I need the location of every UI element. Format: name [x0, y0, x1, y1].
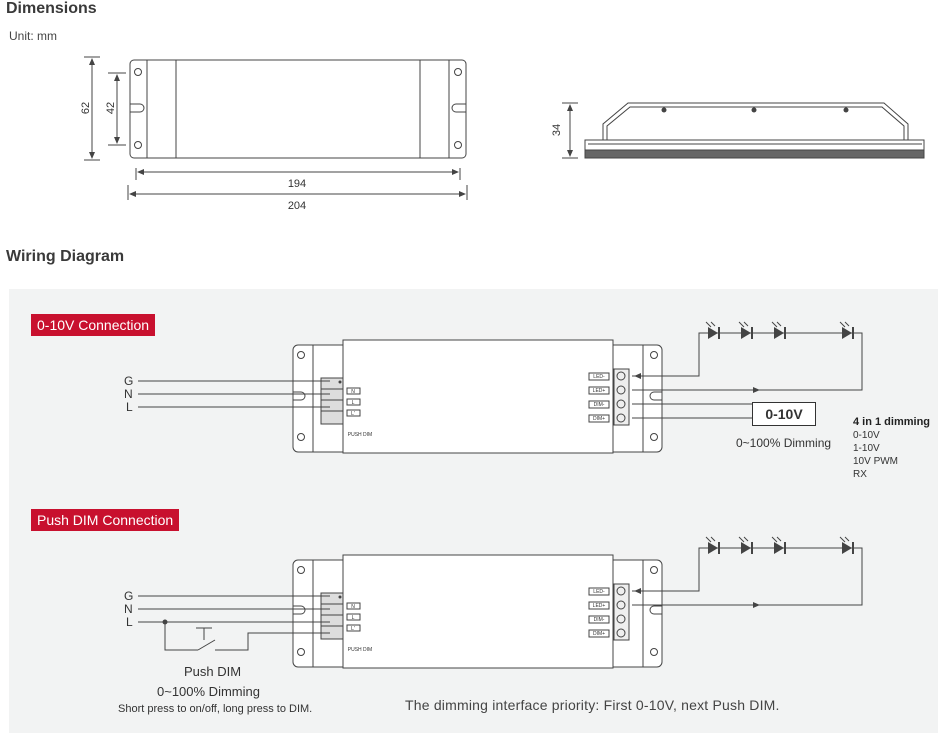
- s1-push-dim-small: PUSH DIM: [348, 432, 372, 438]
- dim-194: 194: [288, 178, 306, 190]
- s1-input-n: N: [124, 387, 133, 401]
- dim-0-10v-box: 0-10V: [752, 402, 816, 426]
- s2-out-dim-minus: DIM-: [594, 617, 605, 623]
- dim-204: 204: [288, 200, 306, 212]
- s2-term-n: N: [351, 604, 355, 610]
- s1-input-l: L: [126, 400, 133, 414]
- s2-out-dim-plus: DIM+: [593, 631, 605, 637]
- s1-dimming-range: 0~100% Dimming: [736, 436, 832, 450]
- dim-42: 42: [105, 102, 117, 114]
- s2-out-led-plus: LED+: [593, 603, 606, 609]
- s1-out-dim-minus: DIM-: [594, 402, 605, 408]
- s1-out-led-plus: LED+: [593, 388, 606, 394]
- section2-title: Push DIM Connection: [31, 509, 180, 531]
- s1-term-n: N: [351, 389, 355, 395]
- s2-out-led-minus: LED-: [593, 589, 605, 595]
- s2-term-lp: L': [351, 626, 355, 632]
- section1-title: 0-10V Connection: [31, 314, 156, 336]
- four-in-one-item: 10V PWM: [853, 456, 899, 467]
- dimensions-heading: Dimensions: [6, 0, 97, 17]
- push-dim-label: Push DIM: [184, 664, 242, 679]
- s1-term-lp: L': [351, 411, 355, 417]
- four-in-one-item: RX: [853, 469, 867, 480]
- wiring-heading: Wiring Diagram: [6, 248, 125, 265]
- s2-input-n: N: [124, 602, 133, 616]
- top-view-drawing: 62 42 194 204 34: [80, 56, 925, 212]
- s1-out-led-minus: LED-: [593, 374, 605, 380]
- dim-62: 62: [80, 102, 92, 114]
- push-instruction: Short press to on/off, long press to DIM…: [118, 703, 313, 715]
- priority-note: The dimming interface priority: First 0-…: [405, 697, 780, 713]
- s1-out-dim-plus: DIM+: [593, 416, 605, 422]
- s2-dimming-range: 0~100% Dimming: [157, 684, 260, 699]
- s1-input-g: G: [124, 374, 134, 388]
- s1-term-l: L: [352, 400, 355, 406]
- s2-term-l: L: [352, 615, 355, 621]
- s2-input-g: G: [124, 589, 134, 603]
- four-in-one-title: 4 in 1 dimming: [853, 416, 931, 428]
- four-in-one-dimming: 4 in 1 dimming 0-10V 1-10V 10V PWM RX: [853, 416, 930, 481]
- unit-label: Unit: mm: [9, 29, 57, 43]
- s2-input-l: L: [126, 615, 133, 629]
- four-in-one-item: 1-10V: [853, 443, 880, 454]
- s2-push-dim-small: PUSH DIM: [348, 647, 372, 653]
- dim-34: 34: [551, 124, 563, 136]
- four-in-one-item: 0-10V: [853, 430, 880, 441]
